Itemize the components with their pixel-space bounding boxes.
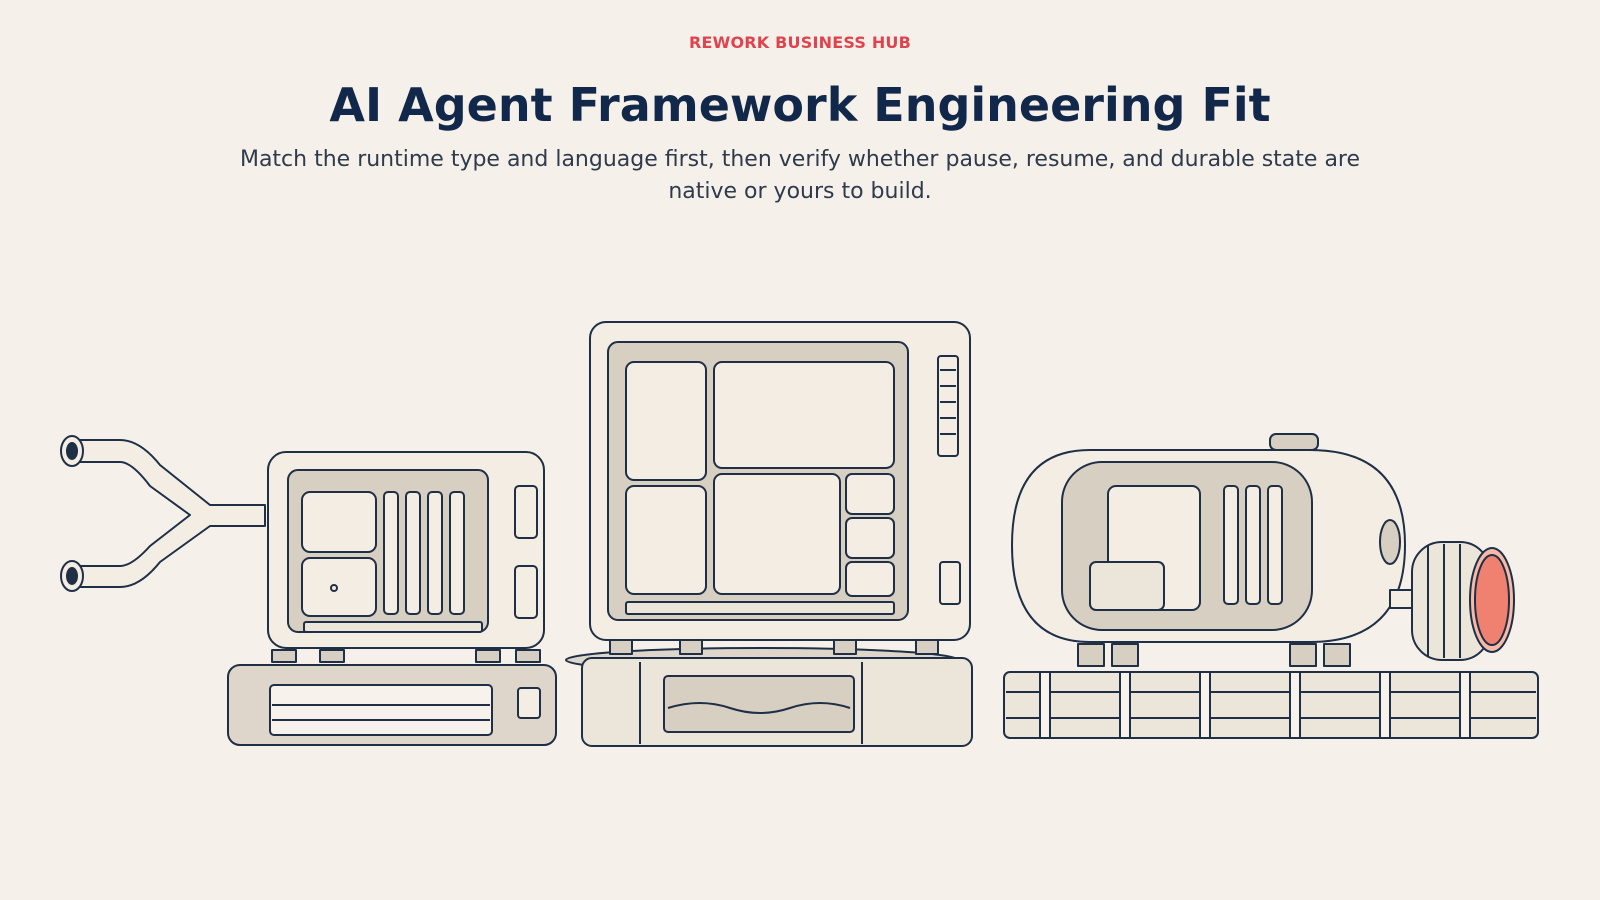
compact-runtime-icon — [227, 451, 557, 746]
machines-illustration — [60, 321, 1539, 747]
pipe-icon — [60, 435, 266, 592]
cabinet-runtime-icon — [565, 321, 973, 747]
tank-runtime-icon — [1003, 433, 1539, 739]
page-subtitle: Match the runtime type and language firs… — [239, 147, 1361, 204]
brand-label: REWORK BUSINESS HUB — [688, 33, 912, 52]
page-title: AI Agent Framework Engineering Fit — [329, 78, 1271, 132]
